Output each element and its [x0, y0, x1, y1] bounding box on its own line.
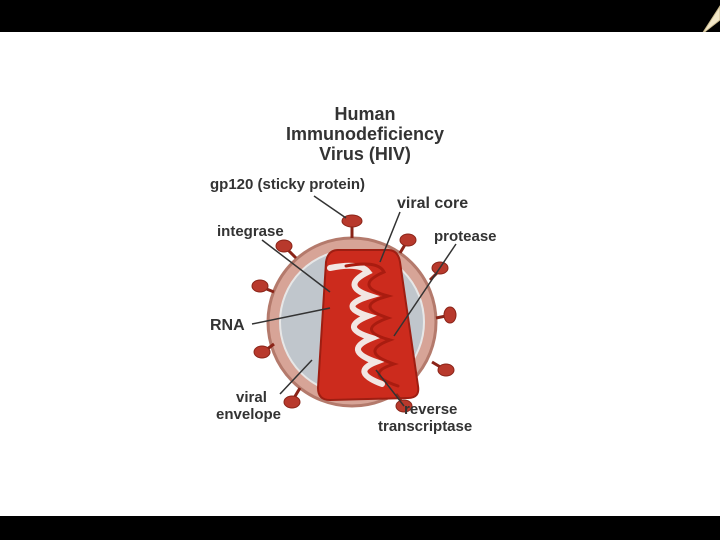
label-reverse-transcriptase-line-2: transcriptase: [378, 418, 473, 435]
label-reverse-transcriptase: reverse transcriptase: [378, 401, 472, 435]
label-viral-envelope-line-2: envelope: [216, 406, 282, 423]
title-line-2: Immunodeficiency: [285, 124, 445, 144]
gp120-knob: [341, 214, 363, 238]
gp120-knob: [431, 360, 455, 377]
leader-line-integrase: [261, 239, 331, 293]
bottom-frame-bar: [0, 516, 720, 540]
corner-curl-icon: [702, 5, 720, 32]
leader-line-protease: [393, 243, 457, 337]
gp120-knob: [283, 387, 302, 409]
gp120-knob: [398, 233, 417, 254]
rna-strand-2: [344, 262, 400, 388]
label-protease: protease: [434, 228, 497, 245]
diagram-title: Human Immunodeficiency Virus (HIV): [240, 104, 490, 164]
label-gp120: gp120 (sticky protein): [210, 176, 366, 193]
label-reverse-transcriptase-line-1: reverse: [404, 401, 458, 418]
leader-line-gp120: [313, 195, 347, 219]
title-line-3: Virus (HIV): [319, 144, 411, 164]
gp120-knobs: [251, 214, 457, 413]
leader-line-viral-envelope: [279, 359, 313, 395]
rna-strand-1: [327, 262, 385, 387]
leader-lines: [251, 195, 457, 407]
leader-line-reverse-transcriptase: [375, 369, 405, 407]
label-viral-core: viral core: [397, 195, 469, 212]
label-rna: RNA: [210, 317, 245, 334]
leader-line-rna: [251, 307, 331, 325]
top-frame-bar: [0, 0, 720, 32]
gp120-knob: [251, 279, 275, 294]
title-line-1: Human: [334, 104, 396, 124]
label-integrase: integrase: [217, 223, 284, 240]
gp120-knob: [275, 239, 298, 260]
gp120-knob: [253, 342, 275, 359]
leader-line-viral-core: [379, 211, 401, 263]
label-viral-envelope: viral envelope: [216, 389, 281, 423]
label-viral-envelope-line-1: viral: [236, 389, 267, 406]
gp120-knob: [435, 306, 457, 324]
